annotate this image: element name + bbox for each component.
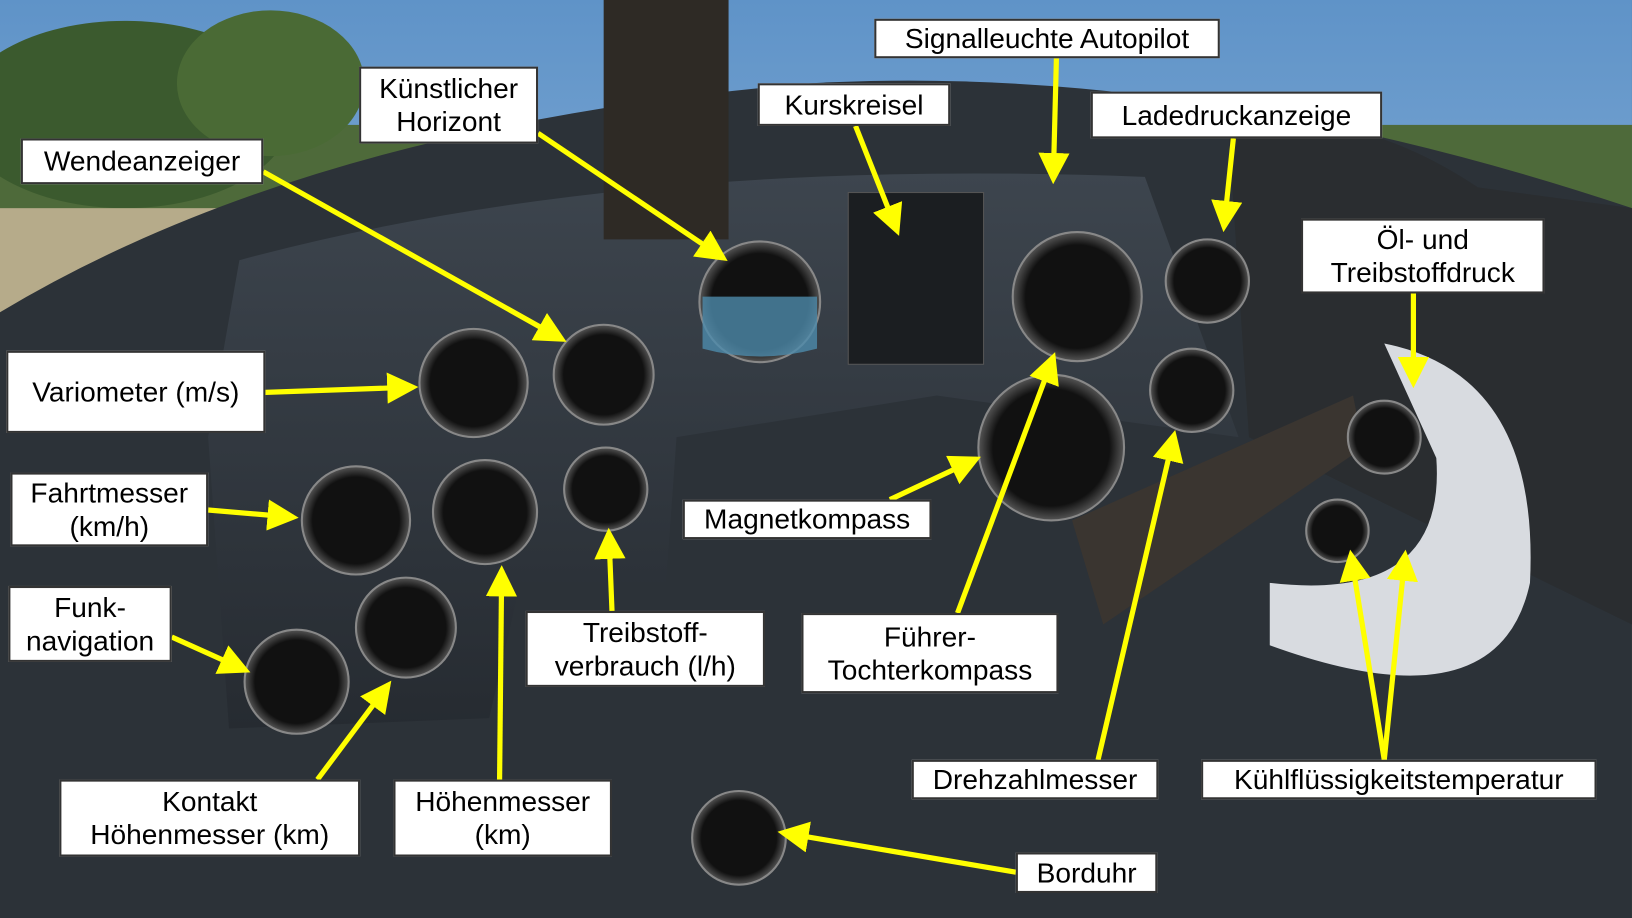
- label-fahrtmesser: Fahrtmesser (km/h): [10, 472, 209, 547]
- label-magnetkompass: Magnetkompass: [682, 499, 932, 540]
- label-funknavigation: Funk- navigation: [8, 585, 172, 662]
- label-signalleuchte-autopilot: Signalleuchte Autopilot: [874, 18, 1220, 59]
- label-kurskreisel: Kurskreisel: [757, 83, 951, 126]
- label-fuehrer-tochterkompass: Führer- Tochterkompass: [801, 613, 1059, 694]
- label-treibstoffverbrauch: Treibstoff- verbrauch (l/h): [525, 610, 765, 687]
- label-wendeanzeiger: Wendeanzeiger: [20, 138, 264, 185]
- label-kontakt-hoehenmesser: Kontakt Höhenmesser (km): [59, 779, 361, 857]
- label-kuenstlicher-horizont: Künstlicher Horizont: [359, 66, 539, 144]
- label-kuehlfluessigkeitstemperatur: Kühlflüssigkeitstemperatur: [1201, 759, 1597, 800]
- label-oel-treibstoffdruck: Öl- und Treibstoffdruck: [1301, 218, 1545, 294]
- label-ladedruckanzeige: Ladedruckanzeige: [1090, 91, 1383, 139]
- label-hoehenmesser: Höhenmesser (km): [393, 779, 612, 857]
- label-borduhr: Borduhr: [1015, 852, 1158, 894]
- label-variometer: Variometer (m/s): [6, 350, 266, 433]
- label-drehzahlmesser: Drehzahlmesser: [911, 759, 1159, 800]
